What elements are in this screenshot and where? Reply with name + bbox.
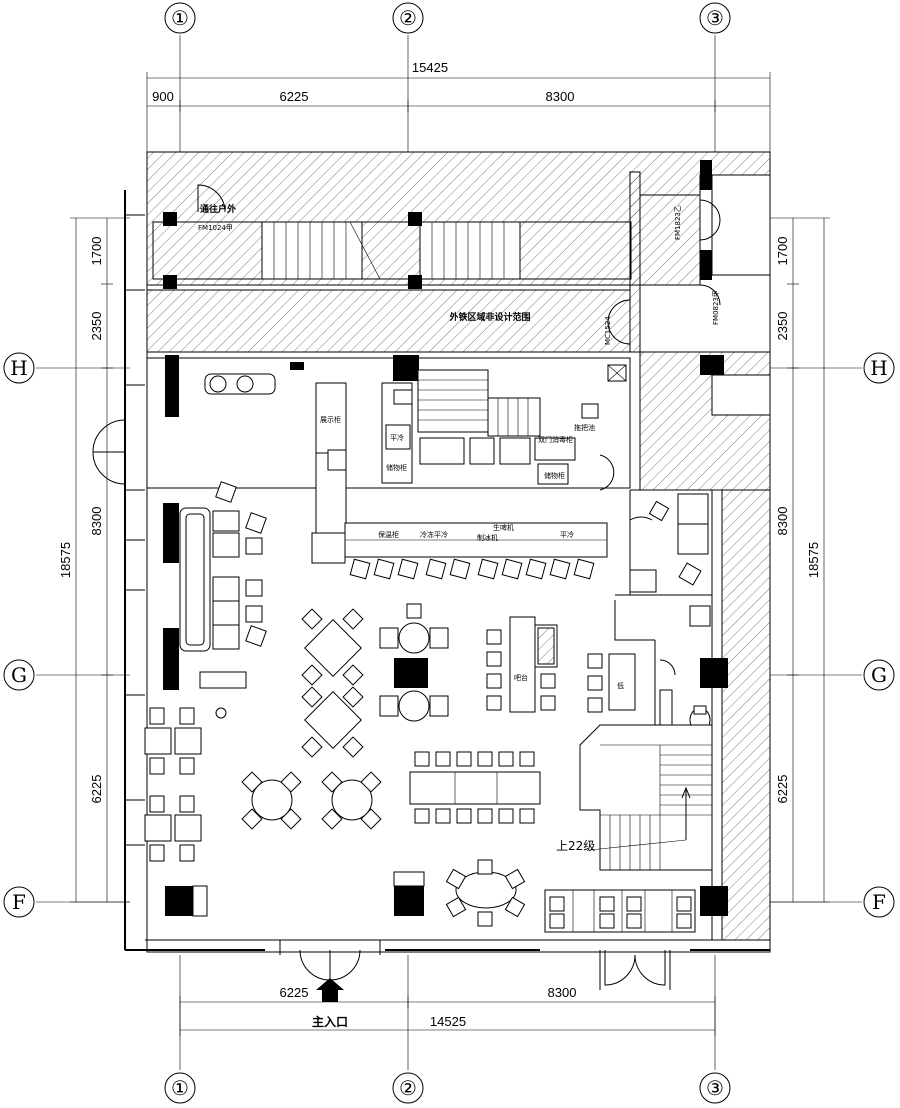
svg-text:G: G <box>871 663 887 687</box>
bar-counter: 保温柜 冷冻平冷 制冰机 生啤机 平冷 <box>344 522 608 558</box>
svg-text:H: H <box>10 356 27 380</box>
round-tables <box>241 603 449 830</box>
dim-top-seg-1: 900 <box>152 89 174 104</box>
dim-left-total: 18575 <box>58 542 73 578</box>
svg-text:G: G <box>11 663 27 687</box>
bar-stools <box>349 558 595 580</box>
door-mc1524-label: MC1524 <box>604 316 612 345</box>
svg-text:①: ① <box>171 1076 189 1100</box>
svg-text:储物柜: 储物柜 <box>386 463 407 472</box>
main-entrance-door[interactable]: 主入口 <box>279 940 381 1029</box>
long-table <box>409 751 541 824</box>
dim-bottom-total: 14525 <box>430 1014 466 1029</box>
dining-columns <box>165 871 425 917</box>
bar-label-2: 低 <box>617 681 624 690</box>
diamond-tables <box>301 608 364 758</box>
double-door-label: 双门消毒柜 <box>538 435 573 444</box>
svg-text:②: ② <box>399 1076 417 1100</box>
grid-bubble-H-left: H <box>3 352 35 384</box>
stair-up-label: 上22级 <box>556 839 595 853</box>
dimension-left: 18575 1700 2350 8300 6225 <box>58 217 130 903</box>
grid-bubble-F-left: F <box>3 886 35 918</box>
counter-label-4: 生啤机 <box>493 523 514 532</box>
grid-bubble-G-left: G <box>3 659 35 691</box>
oval-table <box>445 859 526 927</box>
svg-text:③: ③ <box>706 6 724 30</box>
svg-text:F: F <box>872 890 886 914</box>
kitchen-area: 展示柜 平冷 储物柜 双门消毒柜 储物柜 拖把池 <box>146 355 631 564</box>
door-fm0823-label: FM0823甲 <box>712 290 720 325</box>
dim-bottom-seg-1: 6225 <box>280 985 309 1000</box>
dim-left-seg-1: 1700 <box>89 237 104 266</box>
svg-text:①: ① <box>171 6 189 30</box>
dim-right-seg-1: 1700 <box>775 237 790 266</box>
svg-text:通往户外: 通往户外 <box>200 203 236 215</box>
counter-label-1: 保温柜 <box>378 530 399 539</box>
dim-left-seg-3: 8300 <box>89 507 104 536</box>
main-entrance-label: 主入口 <box>312 1014 348 1029</box>
booths-bottom-right <box>544 889 696 933</box>
bar-label: 吧台 <box>514 673 528 682</box>
dim-right-seg-4: 6225 <box>775 775 790 804</box>
svg-text:FM1024甲: FM1024甲 <box>198 224 233 232</box>
grid-bubble-1-bottom: ① <box>164 1072 196 1104</box>
counter-label-2: 冷冻平冷 <box>420 530 448 539</box>
top-corridor: 外铁区域非设计范围 <box>146 151 771 359</box>
dim-right-seg-3: 8300 <box>775 507 790 536</box>
svg-text:②: ② <box>399 6 417 30</box>
grid-bubble-2-bottom: ② <box>392 1072 424 1104</box>
grid-bubble-H-right: H <box>863 352 895 384</box>
dim-left-seg-2: 2350 <box>89 312 104 341</box>
dim-top-seg-2: 6225 <box>280 89 309 104</box>
stair-treads <box>273 222 505 279</box>
grid-bubble-3-top: ③ <box>699 2 731 34</box>
center-bar-tables: 吧台 低 <box>486 616 636 713</box>
grid-bubble-G-right: G <box>863 659 895 691</box>
svg-text:H: H <box>870 356 887 380</box>
grid-bubble-1-top: ① <box>164 2 196 34</box>
door-exit-outdoor[interactable]: 通往户外 FM1024甲 <box>197 184 236 232</box>
door-fm1823-label: FM1823乙 <box>674 205 682 240</box>
mop-pool-label: 拖把池 <box>574 423 595 432</box>
dim-left-seg-4: 6225 <box>89 775 104 804</box>
counter-label-3: 制冰机 <box>477 533 498 542</box>
counter-label-5: 平冷 <box>560 530 574 539</box>
stairs-right: 上22级 <box>556 724 713 871</box>
grid-bubble-3-bottom: ③ <box>699 1072 731 1104</box>
square-tables-left <box>144 707 227 862</box>
grid-bubble-F-right: F <box>863 886 895 918</box>
dim-top-seg-3: 8300 <box>546 89 575 104</box>
fridge-label: 展示柜 <box>320 415 341 424</box>
dim-top-total: 15425 <box>412 60 448 75</box>
dim-right-seg-2: 2350 <box>775 312 790 341</box>
right-corridor <box>700 489 771 941</box>
cold-1-label: 平冷 <box>390 433 404 442</box>
left-double-door[interactable] <box>92 419 126 485</box>
left-sofa-area <box>163 481 267 690</box>
excluded-zone-label: 外铁区域非设计范围 <box>448 311 530 323</box>
svg-text:③: ③ <box>706 1076 724 1100</box>
dimension-bottom: 6225 8300 14525 <box>179 985 716 1036</box>
grid-bubble-2-top: ② <box>392 2 424 34</box>
svg-text:F: F <box>12 890 26 914</box>
dimension-top: 15425 900 6225 8300 <box>146 60 771 152</box>
right-top-rooms: FM1823乙 FM0823甲 MC1524 <box>604 160 771 491</box>
svg-text:储物柜: 储物柜 <box>544 471 565 480</box>
right-rooms <box>614 489 712 740</box>
bottom-right-door[interactable] <box>599 950 671 990</box>
dim-bottom-seg-2: 8300 <box>548 985 577 1000</box>
dim-right-total: 18575 <box>806 542 821 578</box>
dimension-right: 18575 1700 2350 8300 6225 <box>770 217 830 903</box>
